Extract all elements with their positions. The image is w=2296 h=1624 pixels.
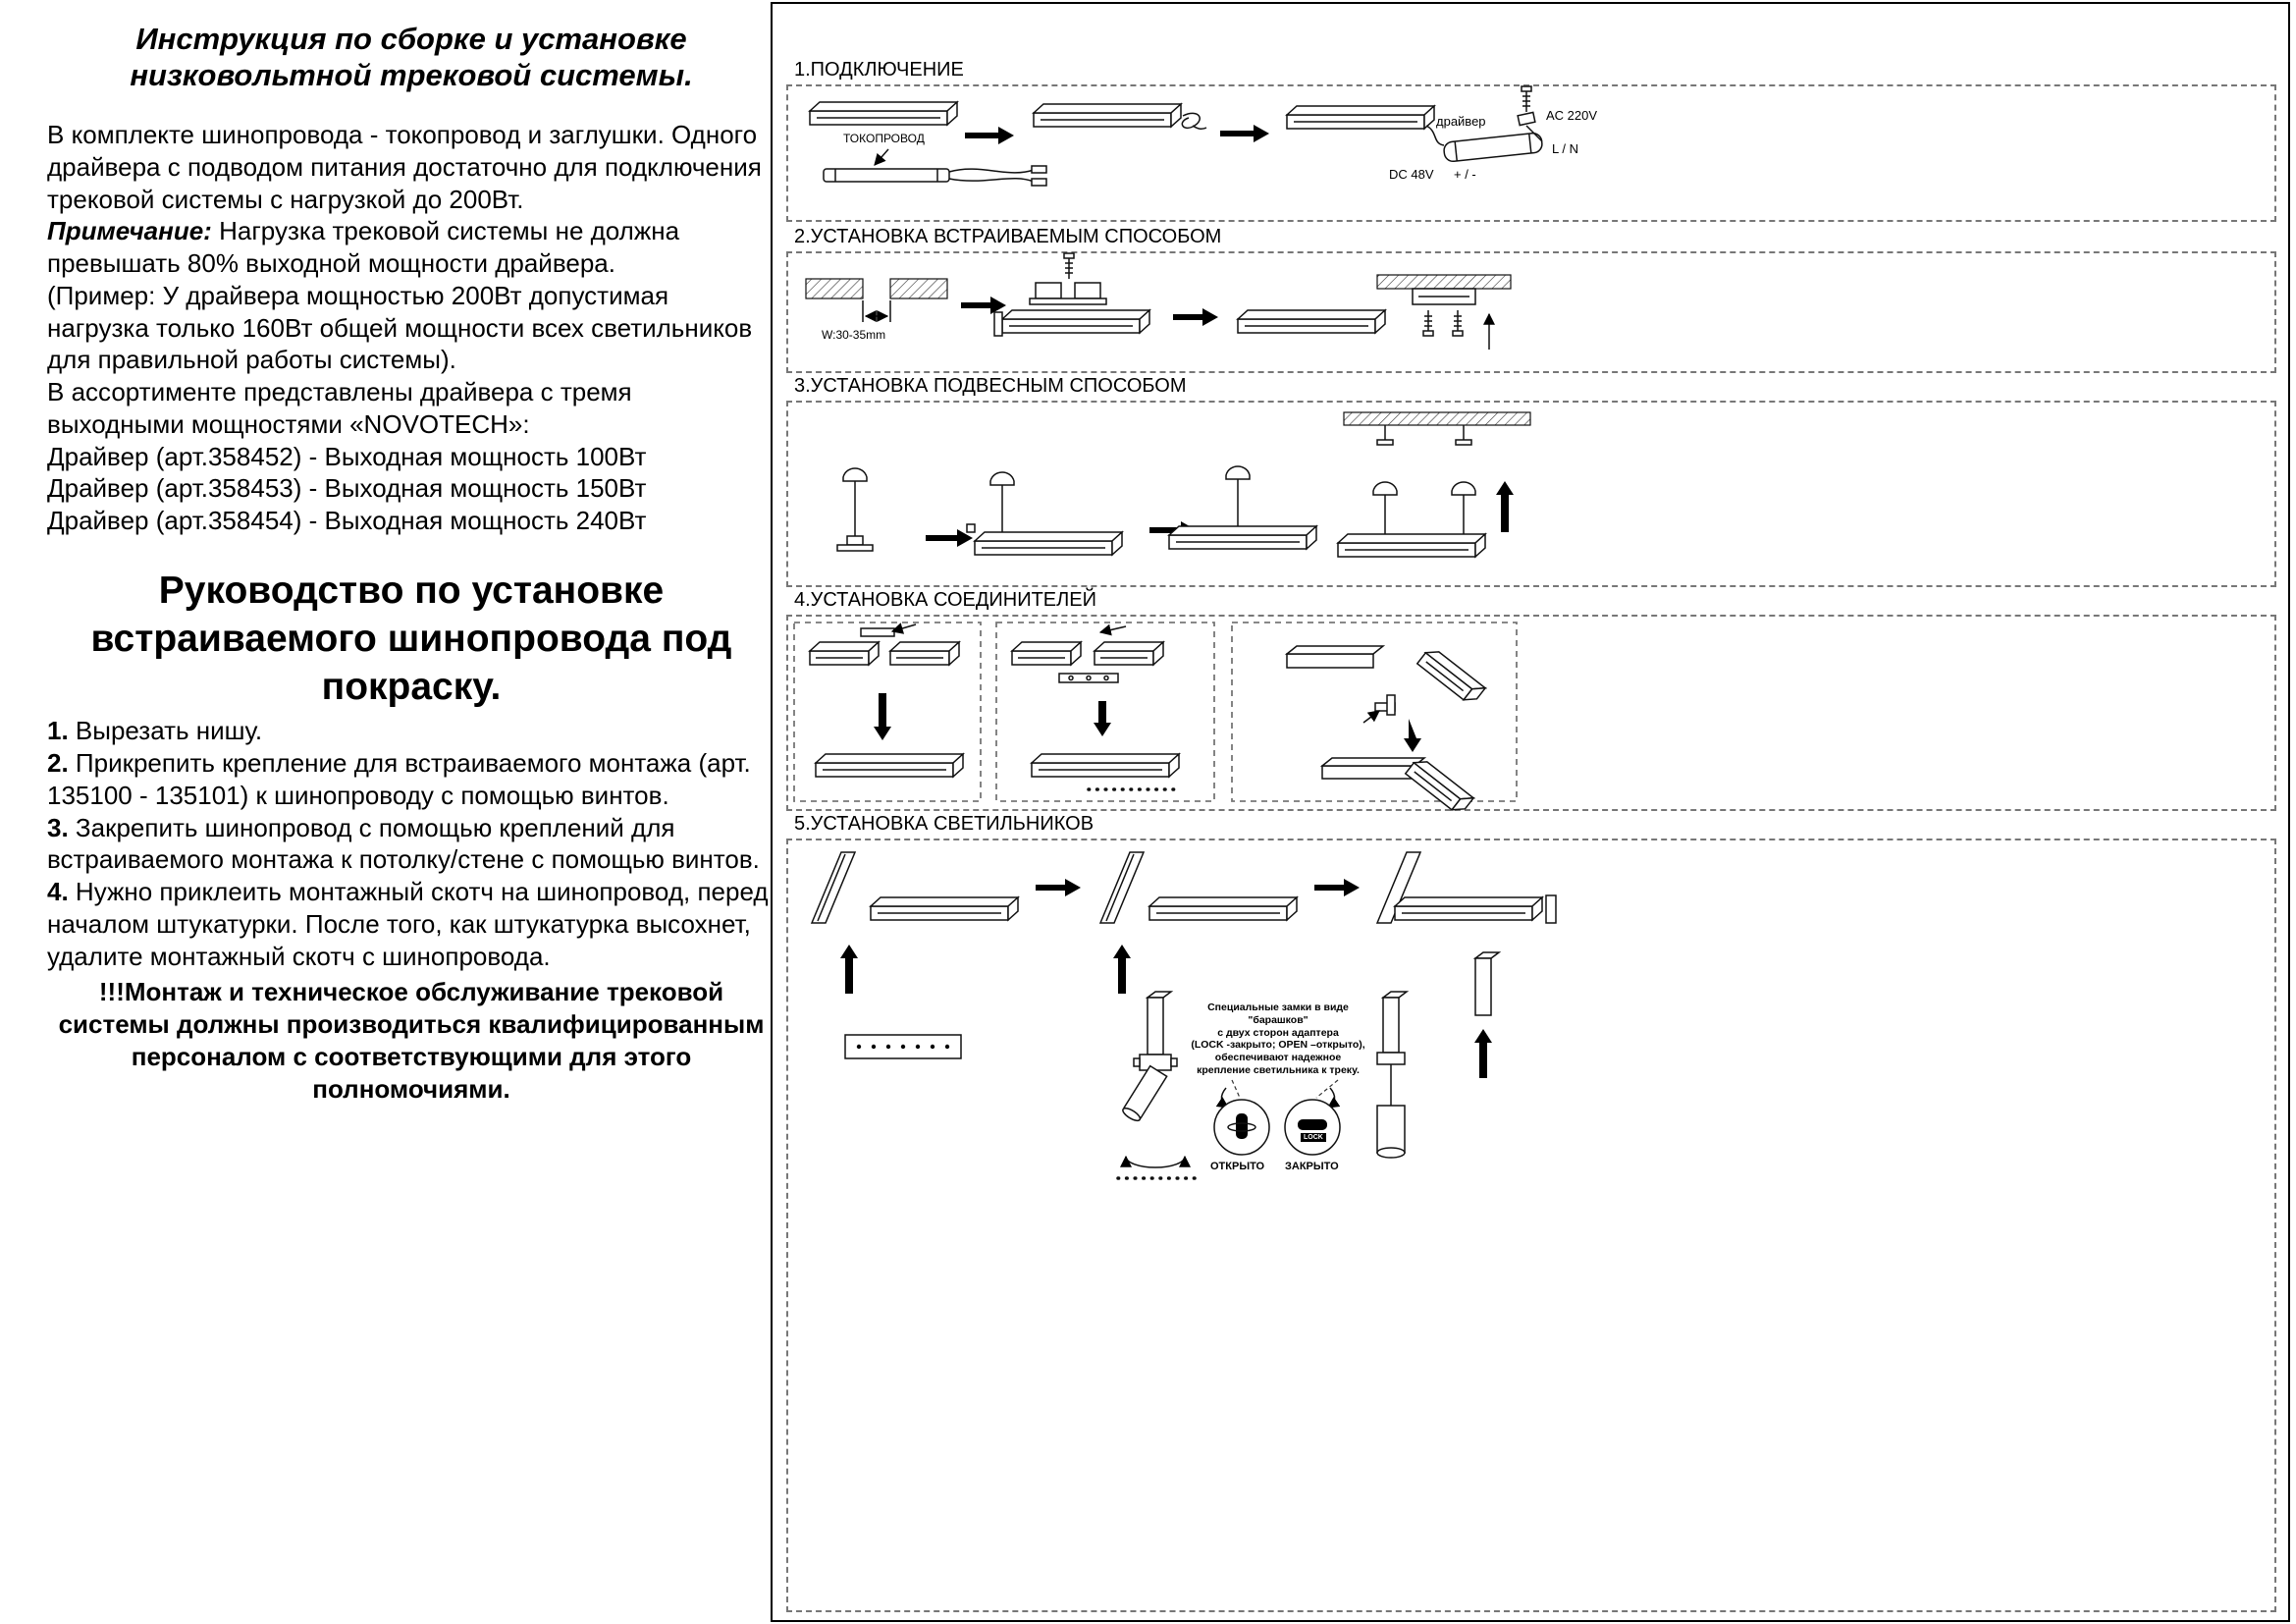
step-number: 2. xyxy=(47,748,69,779)
step-list: 1. Вырезать нишу. 2. Прикрепить креплени… xyxy=(47,715,775,972)
pendant-on-track xyxy=(1168,465,1317,550)
track-with-brackets xyxy=(1237,309,1386,334)
magnetic-panel-step xyxy=(810,851,1019,924)
driver-list: Драйвер (арт.358452) - Выходная мощность… xyxy=(47,441,775,537)
step-text: Нужно приклеить монтажный скотч на шиноп… xyxy=(47,877,769,971)
plus-minus-label: + / - xyxy=(1454,167,1476,182)
inline-connector-step xyxy=(809,623,964,778)
pendant-on-track xyxy=(966,471,1123,556)
lock-note: Специальные замки в виде "барашков" с дв… xyxy=(1189,1001,1367,1077)
section2-box: W:30-35mm xyxy=(786,251,2276,373)
arrow-up-icon xyxy=(1113,945,1131,994)
step-text: Вырезать нишу. xyxy=(75,716,263,746)
power-feed-connector xyxy=(823,148,1047,187)
lock-note-line: Специальные замки в виде "барашков" xyxy=(1207,1001,1349,1026)
arrow-right-icon xyxy=(961,297,1006,314)
step-item: 1. Вырезать нишу. xyxy=(47,715,775,747)
step-item: 2. Прикрепить крепление для встраиваемог… xyxy=(47,747,775,812)
driver-label: драйвер xyxy=(1436,114,1486,129)
open-label: ОТКРЫТО xyxy=(1210,1161,1265,1172)
arrow-right-icon xyxy=(965,127,1014,144)
lock-note-line: с двух сторон адаптера xyxy=(1217,1026,1339,1039)
arrow-right-icon xyxy=(1173,308,1218,326)
step-text: Закрепить шинопровод с помощью креплений… xyxy=(47,812,760,875)
intro-paragraph: В комплекте шинопровода - токопровод и з… xyxy=(47,120,762,214)
lock-note-line: (LOCK -закрыто; OPEN –открыто), xyxy=(1191,1039,1365,1052)
track-segment xyxy=(1033,103,1207,131)
driver-item: Драйвер (арт.358454) - Выходная мощность… xyxy=(47,506,647,536)
ceiling-niche xyxy=(805,278,948,322)
connector-subpanel xyxy=(1231,622,1518,802)
assortment-paragraph: В ассортименте представлены драйвера с т… xyxy=(47,377,632,439)
section4-title: 4.УСТАНОВКА СОЕДИНИТЕЛЕЙ xyxy=(794,589,1096,611)
strip-connector-step xyxy=(1011,623,1180,791)
closed-label: ЗАКРЫТО xyxy=(1285,1161,1339,1172)
track-piece-right xyxy=(1472,951,1502,1078)
niche-width-label: W:30-35mm xyxy=(822,328,886,342)
dc-label: DC 48V xyxy=(1389,167,1434,182)
guide-heading: Руководство по установке встраиваемого ш… xyxy=(90,568,732,709)
driver-assembly xyxy=(1425,85,1543,163)
pendant-kit xyxy=(836,467,874,552)
section5-title: 5.УСТАНОВКА СВЕТИЛЬНИКОВ xyxy=(794,813,1095,835)
track-segment xyxy=(809,101,958,126)
section3-box xyxy=(786,401,2276,587)
page-title: Инструкция по сборке и установке низково… xyxy=(130,22,693,92)
connector-diagram xyxy=(793,622,1518,817)
arrow-right-icon xyxy=(1314,879,1360,896)
example-paragraph: (Пример: У драйвера мощностью 200Вт допу… xyxy=(47,280,753,375)
magnetic-panel-installed xyxy=(1375,851,1557,924)
ac-label: AC 220V xyxy=(1546,108,1598,123)
driver-item: Драйвер (арт.358452) - Выходная мощность… xyxy=(47,441,647,471)
lock-detail xyxy=(1213,1079,1341,1156)
warning-text: !!!Монтаж и техническое обслуживание тре… xyxy=(58,977,765,1104)
recessed-track xyxy=(1376,274,1512,350)
section3-title: 3.УСТАНОВКА ПОДВЕСНЫМ СПОСОБОМ xyxy=(794,375,1187,397)
bracket-mounting xyxy=(993,252,1150,337)
arrow-right-icon xyxy=(1036,879,1081,896)
step-number: 4. xyxy=(47,877,69,907)
connector-subpanel xyxy=(793,622,982,802)
arrow-right-icon xyxy=(926,529,973,547)
step-number: 3. xyxy=(47,812,69,842)
step-number: 1. xyxy=(47,716,69,746)
diagram-panel: 1.ПОДКЛЮЧЕНИЕ xyxy=(771,2,2290,1622)
driver-item: Драйвер (арт.358453) - Выходная мощность… xyxy=(47,473,647,504)
arrow-up-icon xyxy=(840,945,858,994)
pendant-light-assembly xyxy=(1376,991,1410,1159)
note-paragraph: Примечание: Нагрузка трековой системы не… xyxy=(47,215,775,280)
suspended-mounting-diagram xyxy=(836,411,1531,558)
section2-title: 2.УСТАНОВКА ВСТРАИВАЕМЫМ СПОСОБОМ xyxy=(794,226,1222,247)
tokoprovod-label: ТОКОПРОВОД xyxy=(843,132,925,145)
step-item: 4. Нужно приклеить монтажный скотч на ши… xyxy=(47,876,775,972)
recessed-mounting-diagram xyxy=(805,252,1512,350)
luminaire-install-diagram xyxy=(810,851,1557,1180)
corner-connector-step xyxy=(1284,644,1486,817)
lock-tag-label: LOCK xyxy=(1301,1133,1326,1142)
step-text: Прикрепить крепление для встраиваемого м… xyxy=(47,748,751,810)
section5-box: Специальные замки в виде "барашков" с дв… xyxy=(786,839,2276,1612)
connector-subpanel xyxy=(995,622,1215,802)
section4-box xyxy=(786,615,2276,817)
lock-note-line: обеспечивают надежное xyxy=(1214,1052,1342,1064)
lock-note-line: крепление светильника к треку. xyxy=(1197,1063,1360,1076)
section1-title: 1.ПОДКЛЮЧЕНИЕ xyxy=(794,59,964,81)
step-item: 3. Закрепить шинопровод с помощью крепле… xyxy=(47,812,775,877)
magnetic-panel-step xyxy=(1098,851,1298,924)
ceiling-suspension xyxy=(1337,411,1531,558)
connection-diagram xyxy=(809,85,1543,187)
note-text: Нагрузка трековой системы не должна прев… xyxy=(47,216,680,279)
arrow-right-icon xyxy=(1220,125,1269,142)
linear-light-module xyxy=(844,1034,962,1059)
track-segment xyxy=(1286,105,1435,130)
text-column: Инструкция по сборке и установке низково… xyxy=(47,14,775,1105)
spot-light-assembly xyxy=(1116,991,1199,1180)
section1-box: ТОКОПРОВОД драйвер AC 220V L / N DC 48V … xyxy=(786,84,2276,222)
arrow-up-icon xyxy=(1496,481,1514,532)
ln-label: L / N xyxy=(1552,141,1578,156)
note-label: Примечание: xyxy=(47,216,212,246)
